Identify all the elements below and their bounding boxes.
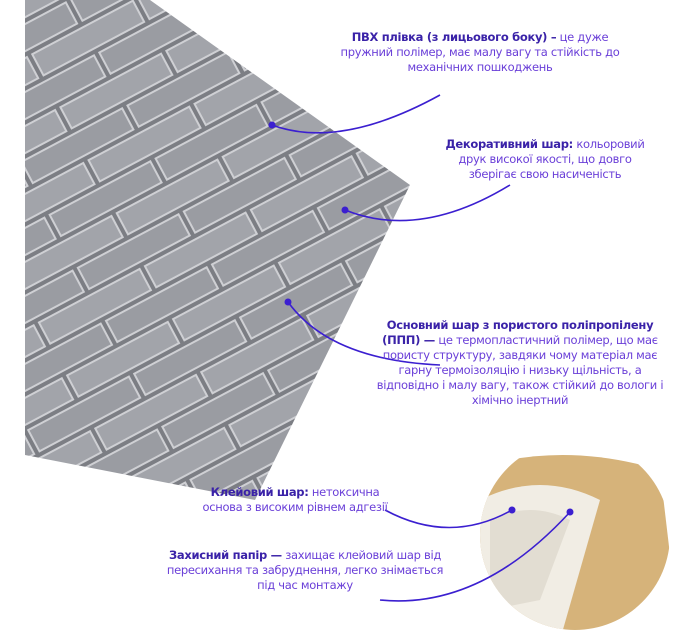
callout-protective-paper: Захисний папір — захищає клейовий шар ві… xyxy=(160,548,450,593)
brick-panel xyxy=(25,0,410,500)
adhesive-peel-closeup xyxy=(480,440,670,630)
connector-dots xyxy=(268,121,574,516)
callout-text: захищає клейовий шар від пересихання та … xyxy=(166,548,444,592)
callout-base-layer: Основний шар з пористого поліпропілену (… xyxy=(375,318,665,408)
callout-text: нетоксична основа з високим рівнем адгез… xyxy=(202,485,388,514)
callout-title: Основний шар з пористого поліпропілену (… xyxy=(382,318,654,347)
callout-text: це термопластичний полімер, що має порис… xyxy=(376,333,664,407)
callout-adhesive-layer: Клейовий шар: нетоксична основа з високи… xyxy=(195,485,395,515)
callout-title: Декоративний шар: xyxy=(445,137,573,151)
callout-decorative-layer: Декоративний шар: кольоровий друк високо… xyxy=(435,137,655,182)
callout-text: кольоровий друк високої якості, що довго… xyxy=(458,137,645,181)
callout-text: це дуже пружний полімер, має малу вагу т… xyxy=(340,30,620,74)
callout-title: Клейовий шар: xyxy=(210,485,309,499)
callout-title: ПВХ плівка (з лицьового боку) – xyxy=(351,30,557,44)
connector-lines xyxy=(271,94,571,602)
callout-pvc-film: ПВХ плівка (з лицьового боку) – це дуже … xyxy=(325,30,635,75)
callout-title: Захисний папір — xyxy=(169,548,282,562)
